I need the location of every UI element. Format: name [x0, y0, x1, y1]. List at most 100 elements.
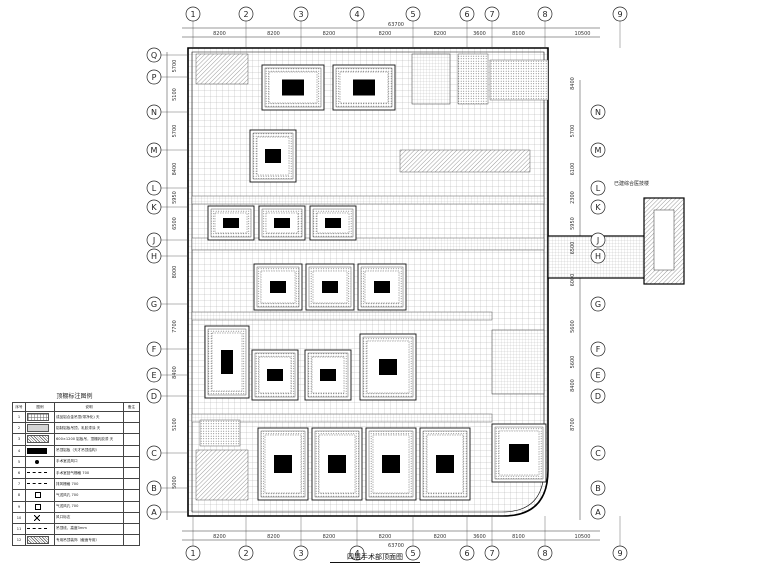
axis-label: 2 — [243, 549, 248, 558]
bay-dimension-top: 8200 — [213, 31, 226, 37]
axis-label: B — [595, 484, 601, 493]
legend-row: 2 铝制铝板吊顶，乳胶漆涂 天 — [12, 422, 140, 435]
row-axis-bubble-left: M — [146, 142, 162, 158]
span-dimension-right: 5950 — [570, 217, 576, 230]
column-axis-bubble-top: 9 — [612, 6, 628, 22]
axis-label: L — [596, 184, 601, 193]
row-axis-bubble-right: N — [590, 104, 606, 120]
legend-desc: 专用吊顶装饰（截面专用） — [54, 534, 124, 547]
legend-desc: 气送风孔 700 — [54, 489, 124, 502]
row-axis-bubble-right: D — [590, 388, 606, 404]
legend-desc: 风口标志 — [54, 511, 124, 524]
legend-row: 1 成品铝合金吊顶(带净化) 天 — [12, 410, 140, 424]
column-axis-bubble-bottom: 3 — [293, 545, 309, 561]
air-outlet-icon — [25, 489, 55, 502]
bay-dimension-top: 8200 — [323, 31, 336, 37]
axis-label: H — [595, 252, 601, 261]
legend-row: 12 专用吊顶装饰（截面专用） — [12, 534, 140, 547]
span-dimension-right: 5700 — [570, 125, 576, 138]
axis-label: F — [152, 345, 157, 354]
row-axis-bubble-right: J — [590, 232, 606, 248]
return-grille-icon — [25, 466, 55, 480]
operating-room — [491, 423, 547, 483]
axis-label: 8 — [542, 10, 547, 19]
span-dimension-left: 5100 — [172, 418, 178, 431]
span-dimension-right: 2300 — [570, 191, 576, 204]
laminar-flow-panel — [223, 218, 239, 228]
legend-desc: 成品铝合金吊顶(带净化) 天 — [54, 410, 124, 424]
axis-label: 3 — [298, 10, 303, 19]
axis-bubbles: 112233445566778899QPNMLKJHGFEDCBANMLKJHG… — [146, 6, 628, 561]
axis-label: E — [595, 371, 600, 380]
legend-row: 9 气送风孔 700 — [12, 500, 140, 513]
laminar-flow-panel — [270, 281, 286, 293]
column-axis-bubble-bottom: 7 — [484, 545, 500, 561]
bay-dimension-bottom: 8200 — [379, 534, 392, 540]
operating-room — [309, 205, 357, 241]
row-axis-bubble-left: F — [146, 341, 162, 357]
axis-label: 9 — [617, 10, 622, 19]
span-dimension-left: 5700 — [172, 125, 178, 138]
legend-table: 序号 图例 说明 备注 1 成品铝合金吊顶(带净化) 天 2 铝制铝板吊顶，乳胶… — [12, 402, 140, 547]
axis-label: J — [596, 236, 599, 245]
axis-label: B — [151, 484, 157, 493]
column-axis-bubble-bottom: 1 — [185, 545, 201, 561]
row-axis-bubble-right: C — [590, 445, 606, 461]
legend-no: 12 — [12, 534, 26, 547]
axis-label: Q — [151, 51, 157, 60]
row-axis-bubble-left: A — [146, 504, 162, 520]
legend-desc: 600×1200 铝板吊，顶棚乳胶漆 天 — [54, 433, 124, 446]
row-axis-bubble-left: P — [146, 69, 162, 85]
span-dimension-left: 8000 — [172, 266, 178, 279]
dimension-lines — [166, 27, 600, 541]
legend-no: 3 — [12, 433, 26, 446]
axis-label: M — [595, 146, 602, 155]
axis-label: P — [152, 73, 157, 82]
column-axis-bubble-top: 5 — [405, 6, 421, 22]
legend-row: 3 600×1200 铝板吊，顶棚乳胶漆 天 — [12, 433, 140, 446]
column-axis-bubble-top: 8 — [537, 6, 553, 22]
air-outlet-alt-icon — [25, 500, 55, 513]
axis-label: N — [595, 108, 601, 117]
legend-desc: 吊顶线，高度3mm — [54, 522, 124, 536]
legend-row: 10 风口标志 — [12, 511, 140, 524]
span-dimension-left: 5100 — [172, 88, 178, 101]
operating-rooms — [204, 64, 547, 501]
column-axis-bubble-top: 6 — [459, 6, 475, 22]
operating-room — [419, 427, 471, 501]
legend-header-icon: 图例 — [25, 402, 55, 412]
column-axis-bubble-bottom: 9 — [612, 545, 628, 561]
axis-label: 5 — [410, 549, 415, 558]
legend-desc: 吊顶铝板（天才吊顶结构） — [54, 444, 124, 457]
axis-label: F — [596, 345, 601, 354]
bay-dimension-bottom: 10500 — [575, 534, 591, 540]
axis-label: 3 — [298, 549, 303, 558]
laminar-flow-panel — [274, 218, 290, 228]
operating-room — [305, 263, 355, 311]
axis-label: 4 — [354, 549, 359, 558]
operating-room — [357, 263, 407, 311]
span-dimension-right: 8700 — [570, 418, 576, 431]
operating-room — [257, 427, 309, 501]
row-axis-bubble-right: M — [590, 142, 606, 158]
legend-row: 8 气送风孔 700 — [12, 489, 140, 502]
laminar-flow-panel — [267, 369, 283, 381]
row-axis-bubble-left: J — [146, 232, 162, 248]
legend-row: 5 手术室送风口 — [12, 455, 140, 468]
axis-label: C — [151, 449, 157, 458]
legend-no: 8 — [12, 489, 26, 502]
operating-room — [207, 205, 255, 241]
operating-room — [258, 205, 306, 241]
column-axis-bubble-bottom: 8 — [537, 545, 553, 561]
bay-dimension-top: 8200 — [379, 31, 392, 37]
row-axis-bubble-right: F — [590, 341, 606, 357]
legend-desc: 气送风孔 700 — [54, 500, 124, 513]
bay-dimension-bottom: 8200 — [213, 534, 226, 540]
row-axis-bubble-right: L — [590, 180, 606, 196]
supply-outlet-icon — [25, 455, 55, 468]
span-dimension-right: 5600 — [570, 320, 576, 333]
span-dimension-right: 6100 — [570, 163, 576, 176]
legend-no: 6 — [12, 466, 26, 480]
legend-desc: 铝制铝板吊顶，乳胶漆涂 天 — [54, 422, 124, 435]
row-axis-bubble-right: G — [590, 296, 606, 312]
